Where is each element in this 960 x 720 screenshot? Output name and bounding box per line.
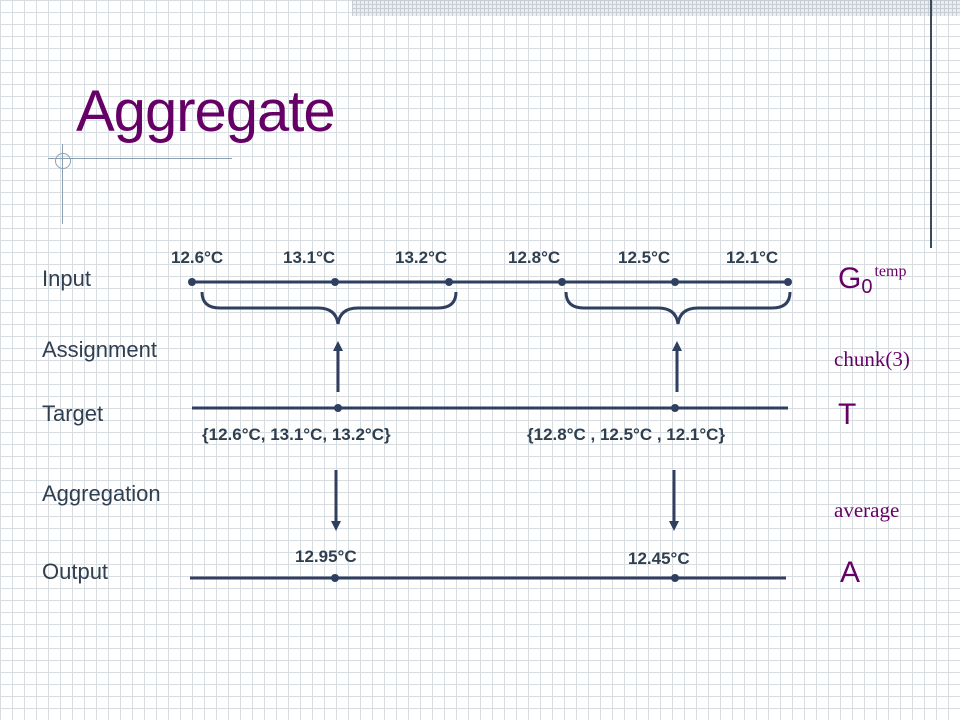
input-symbol: G0temp (838, 262, 906, 299)
output-value-1: 12.95°C (295, 547, 357, 566)
target-symbol: T (838, 398, 857, 431)
output-symbol: A (840, 556, 861, 589)
target-set-2: {12.8°C , 12.5°C , 12.1°C} (527, 425, 726, 444)
target-set-1: {12.6°C, 13.1°C, 13.2°C} (202, 425, 391, 444)
input-value-5: 12.5°C (618, 248, 671, 267)
input-value-2: 13.1°C (283, 248, 336, 267)
right-rail (930, 0, 932, 248)
brace-group-2 (564, 291, 792, 325)
input-value-3: 13.2°C (395, 248, 448, 267)
input-value-4: 12.8°C (508, 248, 561, 267)
assignment-operator: chunk(3) (834, 347, 910, 371)
input-point-1 (188, 278, 196, 286)
row-label-aggregation: Aggregation (42, 481, 161, 506)
input-point-3 (445, 278, 453, 286)
title-vrule (62, 144, 63, 224)
brace-group-1 (200, 291, 458, 325)
slide-title: Aggregate (76, 79, 336, 144)
row-label-assignment: Assignment (42, 337, 157, 362)
title-circle-ornament (55, 153, 71, 169)
input-value-6: 12.1°C (726, 248, 779, 267)
input-symbol-sub: 0 (861, 276, 873, 298)
input-value-1: 12.6°C (171, 248, 224, 267)
title-rule (48, 158, 232, 159)
input-point-4 (558, 278, 566, 286)
output-point-2 (671, 574, 679, 582)
input-symbol-sup: temp (874, 263, 907, 280)
input-point-6 (784, 278, 792, 286)
input-symbol-base: G (838, 262, 862, 295)
row-label-output: Output (42, 559, 109, 584)
target-point-2 (671, 404, 679, 412)
corner-band (352, 0, 960, 16)
aggregation-operator: average (834, 498, 900, 522)
row-label-target: Target (42, 401, 104, 426)
output-point-1 (331, 574, 339, 582)
input-point-5 (671, 278, 679, 286)
row-label-input: Input (42, 266, 91, 291)
target-point-1 (334, 404, 342, 412)
input-point-2 (331, 278, 339, 286)
output-value-2: 12.45°C (628, 549, 690, 568)
